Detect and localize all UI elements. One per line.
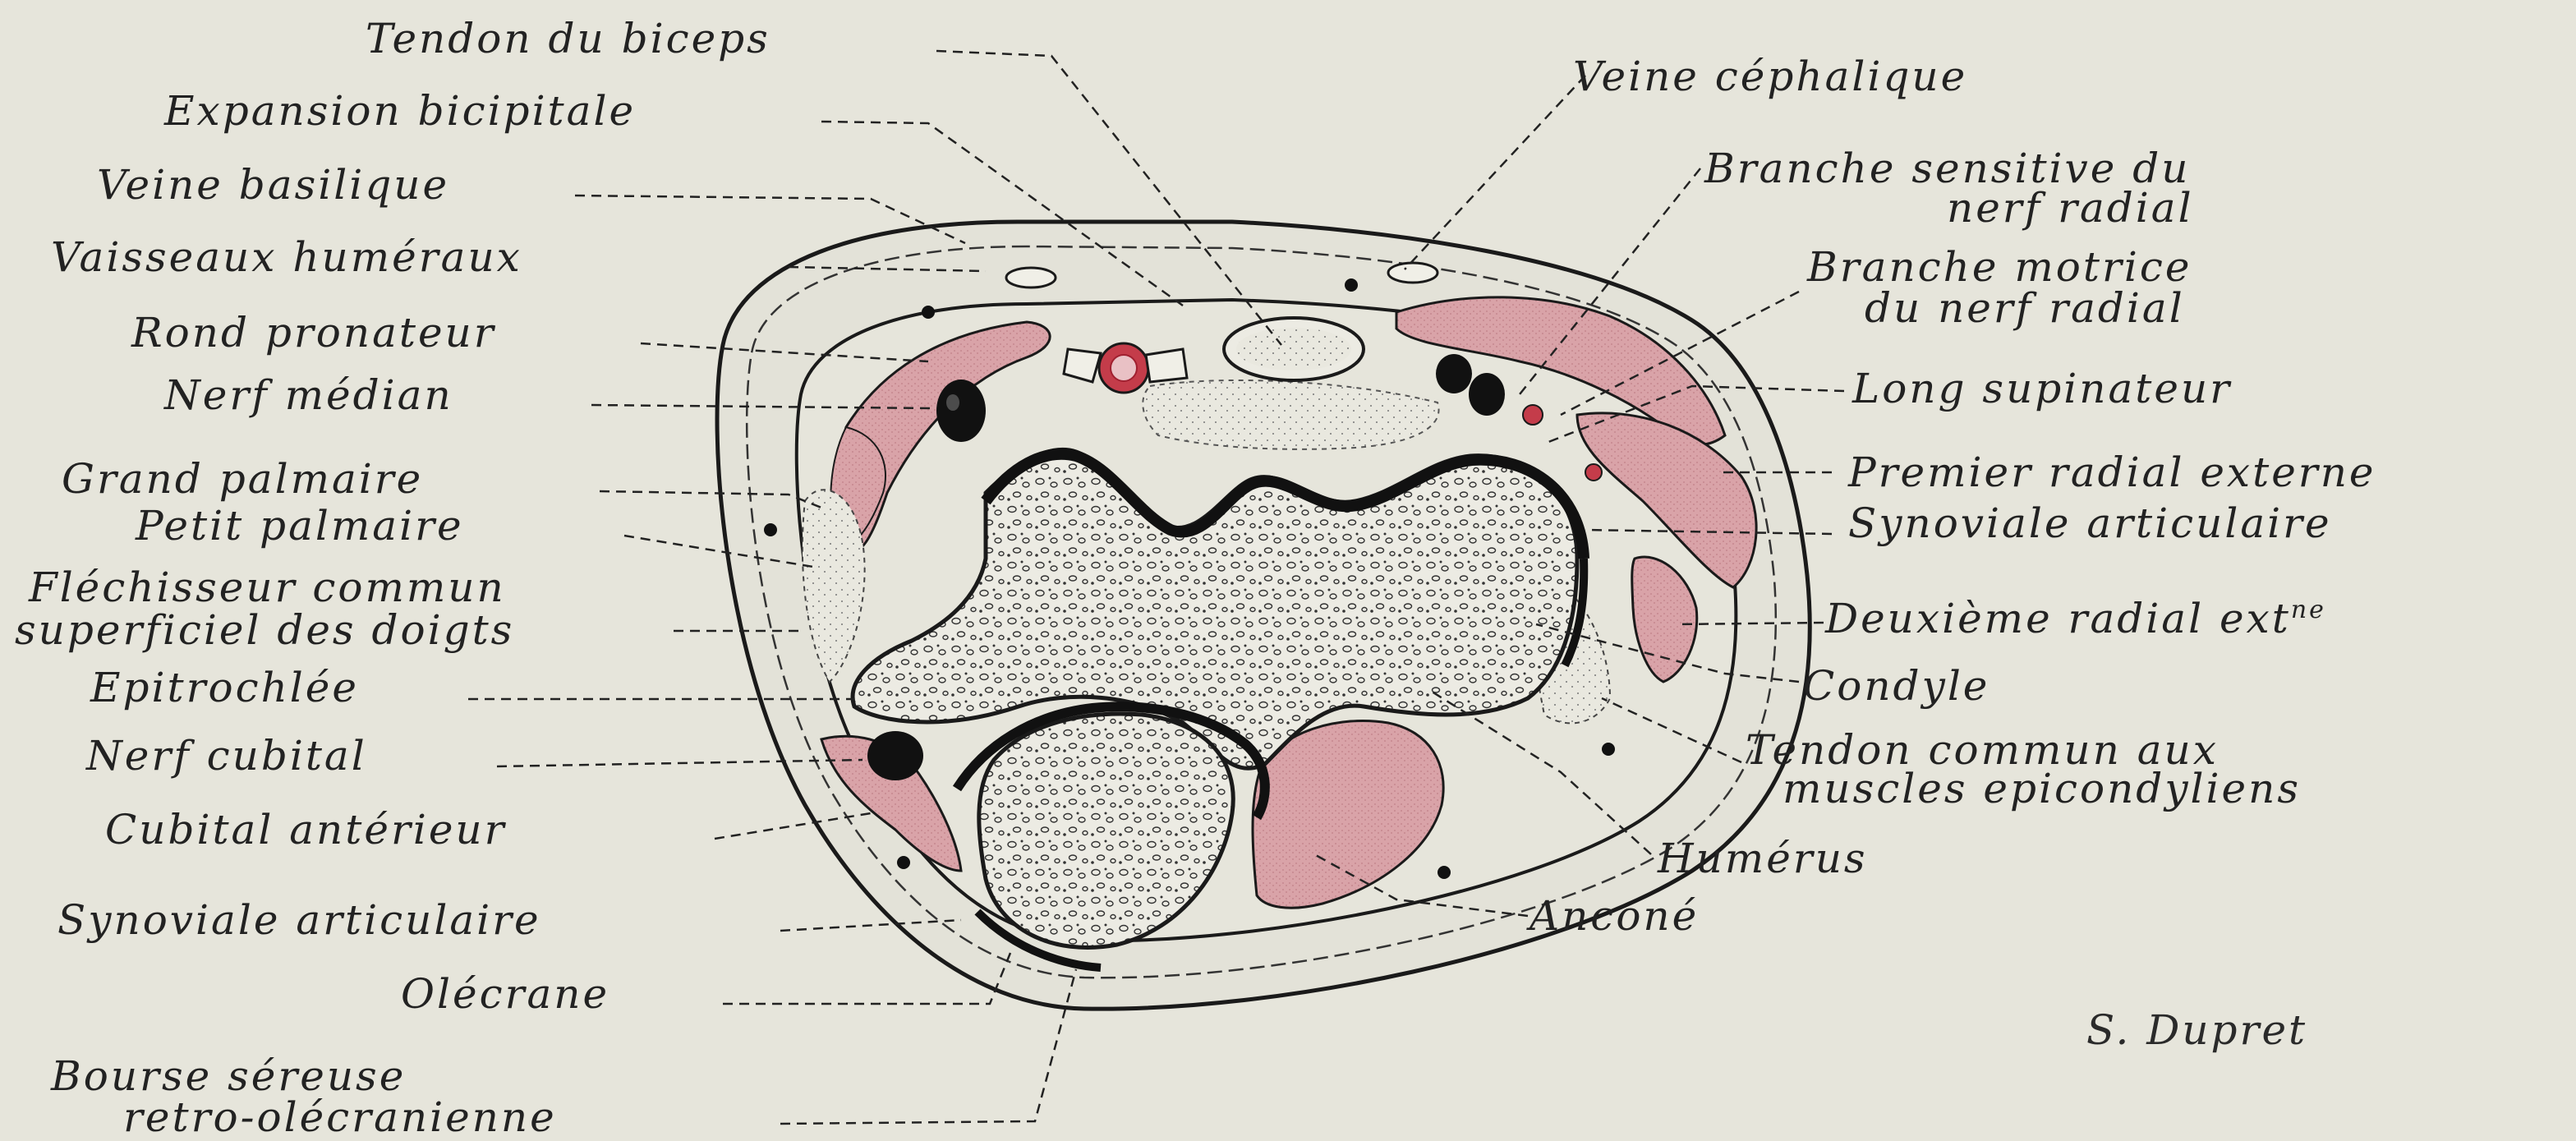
label-flechisseur-line1: Fléchisseur commun <box>29 567 506 608</box>
label-expansion-bicipitale: Expansion bicipitale <box>164 90 636 131</box>
label-branche-motrice-line1: Branche motrice <box>1807 246 2192 288</box>
label-branche-sensitive-line2: nerf radial <box>1947 187 2194 228</box>
veine-cephalique-shape <box>1388 263 1438 283</box>
label-synoviale-articulaire-left: Synoviale articulaire <box>58 899 541 941</box>
label-veine-basilique: Veine basilique <box>97 164 449 205</box>
radial-artery-small <box>1523 405 1543 425</box>
label-premier-radial-externe: Premier radial externe <box>1848 452 2376 493</box>
nerf-radial-dot-2 <box>1469 373 1505 416</box>
label-long-supinateur: Long supinateur <box>1852 368 2232 409</box>
label-humerus: Humérus <box>1658 838 1868 879</box>
nerf-median-dot <box>936 380 986 442</box>
label-petit-palmaire: Petit palmaire <box>136 505 464 546</box>
label-synoviale-articulaire-right: Synoviale articulaire <box>1848 503 2332 544</box>
label-rond-pronateur: Rond pronateur <box>131 312 496 353</box>
veine-basilique-shape <box>1006 268 1056 288</box>
label-condyle: Condyle <box>1803 665 1990 706</box>
label-bourse-line2: retro-olécranienne <box>123 1097 557 1138</box>
label-olecrane: Olécrane <box>401 973 610 1014</box>
label-veine-cephalique: Veine céphalique <box>1573 56 1967 97</box>
label-branche-sensitive-line1: Branche sensitive du <box>1704 148 2190 189</box>
label-epitrochlee: Epitrochlée <box>90 667 359 708</box>
vena-right <box>1146 349 1187 382</box>
label-vaisseaux-humeraux: Vaisseaux huméraux <box>51 237 522 278</box>
label-nerf-median: Nerf médian <box>164 375 453 416</box>
nerf-radial-dot-1 <box>1436 354 1472 393</box>
label-deuxieme-radial: Deuxième radial extne <box>1825 598 2326 639</box>
radial-artery-small-2 <box>1585 464 1602 481</box>
label-cubital-anterieur: Cubital antérieur <box>105 809 507 850</box>
label-deuxieme-radial-sup: ne <box>2291 596 2326 624</box>
nerf-cubital-dot <box>867 731 923 780</box>
label-ancone: Anconé <box>1530 895 1699 936</box>
label-tendon-du-biceps: Tendon du biceps <box>366 18 770 59</box>
label-bourse-line1: Bourse séreuse <box>51 1056 406 1097</box>
label-flechisseur-line2: superficiel des doigts <box>15 610 514 651</box>
label-tendon-commun-line2: muscles epicondyliens <box>1782 768 2301 809</box>
artist-signature: S. Dupret <box>2086 1006 2307 1054</box>
label-nerf-cubital: Nerf cubital <box>86 735 367 776</box>
label-grand-palmaire: Grand palmaire <box>62 458 423 499</box>
label-branche-motrice-line2: du nerf radial <box>1865 288 2185 329</box>
